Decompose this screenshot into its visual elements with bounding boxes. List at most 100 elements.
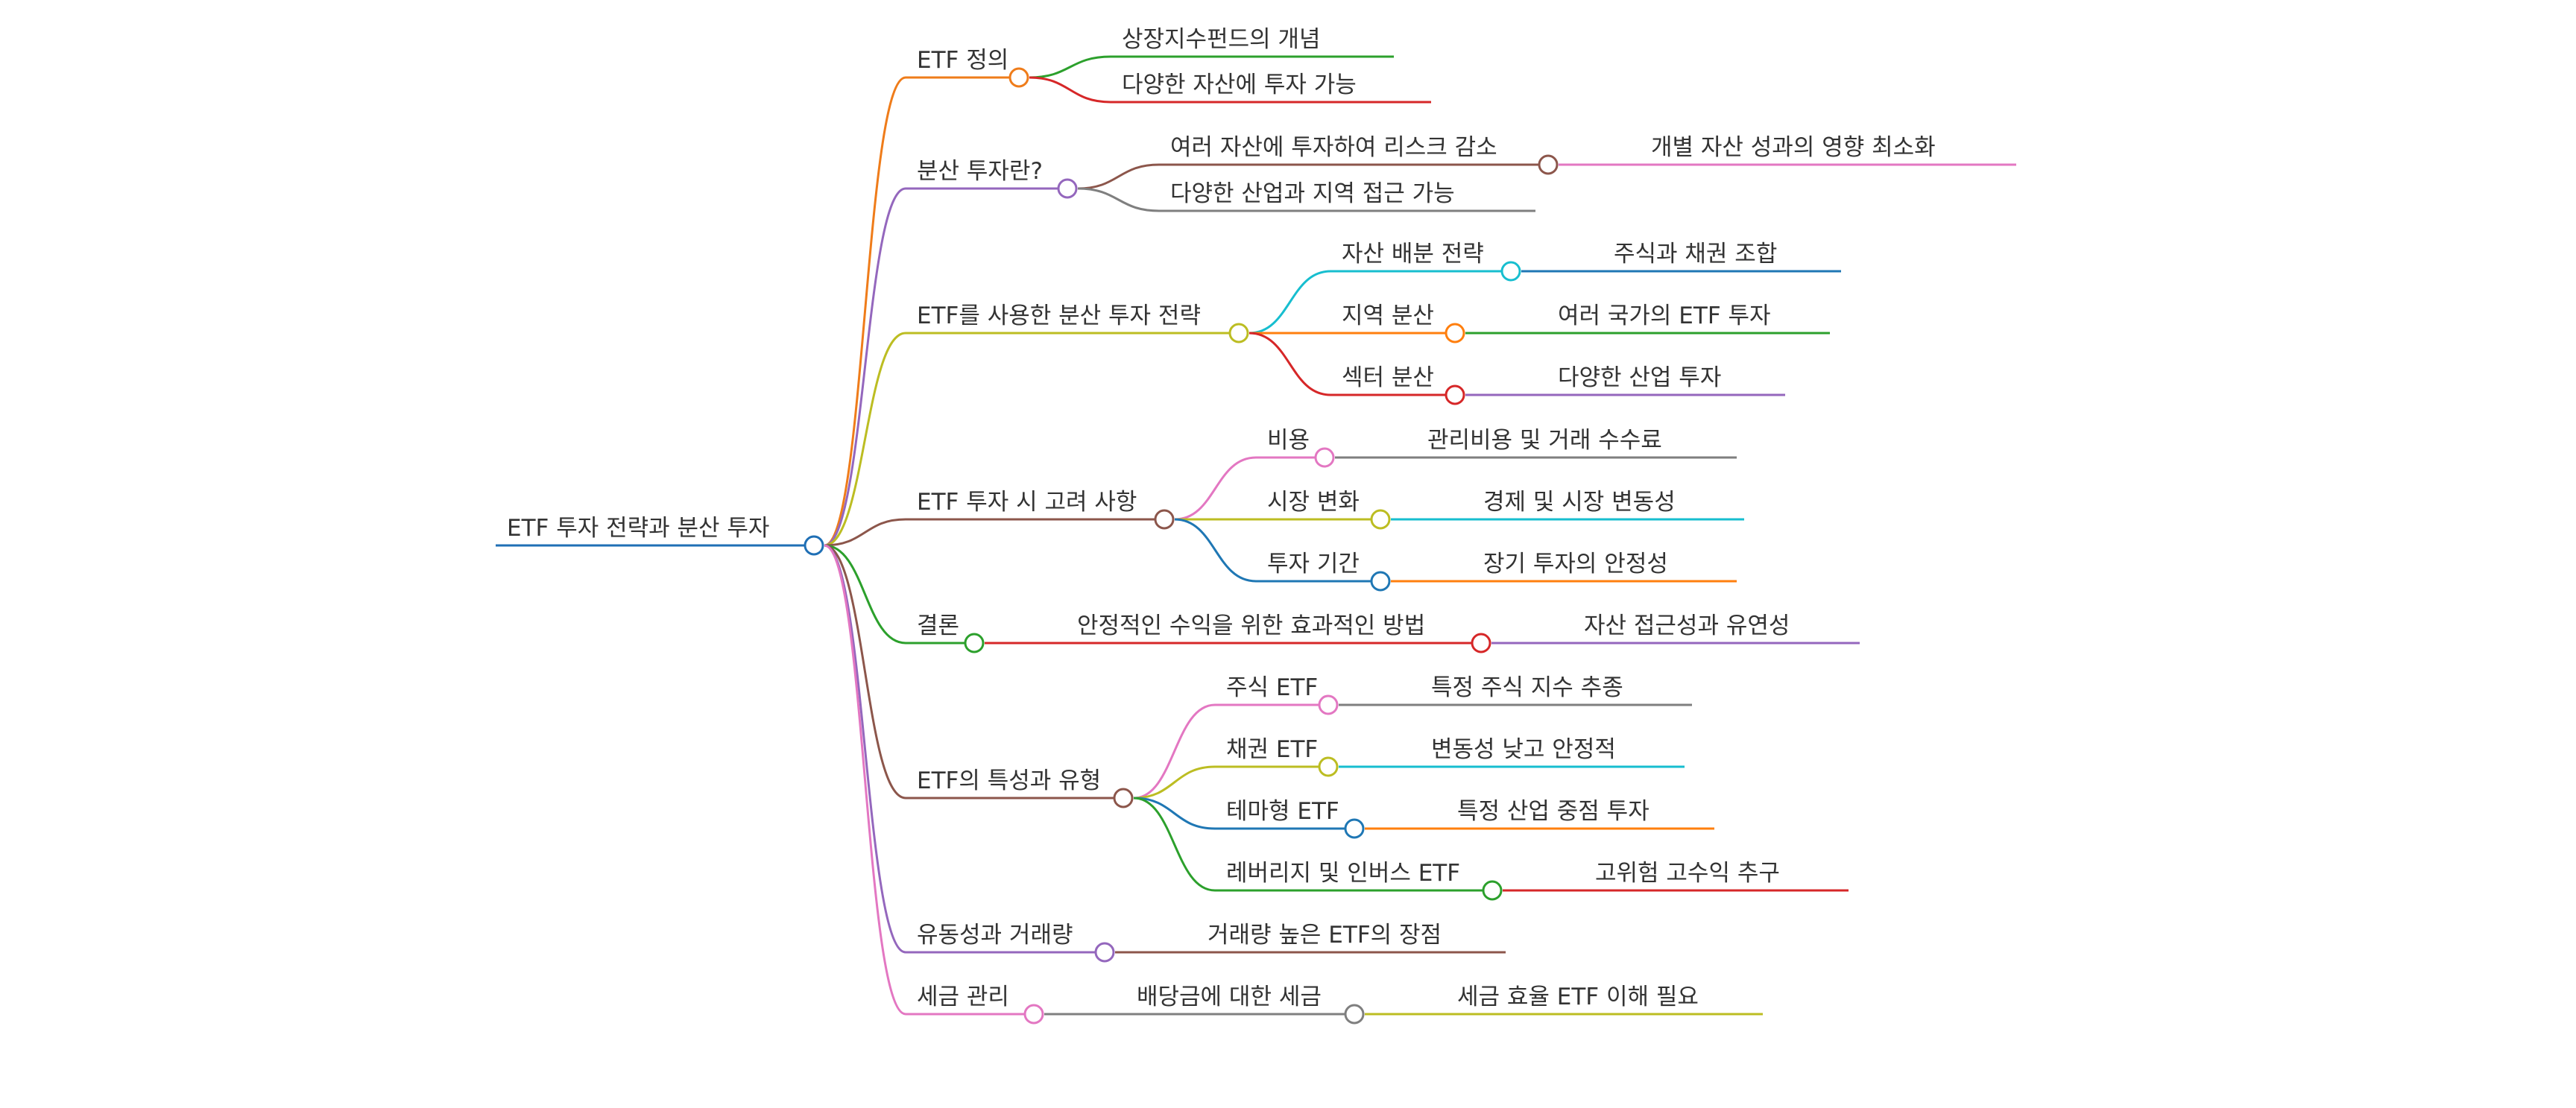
collapse-toggle-icon[interactable] (1344, 818, 1365, 839)
topic-node-거래량-높은-etf의-장점[interactable]: 거래량 높은 ETF의 장점 (1196, 922, 1506, 954)
collapse-toggle-icon[interactable] (1344, 1004, 1365, 1025)
topic-node-etf-투자-시-고려-사항[interactable]: ETF 투자 시 고려 사항 (906, 489, 1175, 530)
topic-node-특정-주식-지수-추종[interactable]: 특정 주식 지수 추종 (1420, 674, 1692, 706)
topic-label: 자산 배분 전략 (1342, 241, 1484, 267)
topic-label: 여러 국가의 ETF 투자 (1558, 303, 1771, 329)
topic-node-다양한-산업-투자[interactable]: 다양한 산업 투자 (1547, 364, 1785, 396)
topic-node-여러-자산에-투자하여-리스크-감소[interactable]: 여러 자산에 투자하여 리스크 감소 (1159, 134, 1559, 175)
topic-node-상장지수펀드의-개념[interactable]: 상장지수펀드의 개념 (1111, 26, 1394, 58)
topic-label: 여러 자산에 투자하여 리스크 감소 (1170, 134, 1497, 161)
collapse-toggle-icon[interactable] (804, 535, 824, 556)
topic-node-유동성과-거래량[interactable]: 유동성과 거래량 (906, 922, 1115, 963)
branch-connector-etf-투자-시-고려-사항 (824, 518, 906, 547)
topic-label: 다양한 자산에 투자 가능 (1122, 72, 1357, 98)
collapse-toggle-icon[interactable] (1228, 323, 1249, 344)
topic-node-주식-etf[interactable]: 주식 ETF (1215, 674, 1339, 715)
topic-node-테마형-etf[interactable]: 테마형 ETF (1215, 798, 1365, 839)
topic-label: 분산 투자란? (917, 158, 1043, 185)
topic-node-자산-배분-전략[interactable]: 자산 배분 전략 (1330, 241, 1521, 282)
topic-label: 관리비용 및 거래 수수료 (1427, 427, 1662, 454)
branch-connector-주식-etf (1133, 703, 1216, 800)
topic-label: 특정 주식 지수 추종 (1431, 674, 1623, 701)
topic-node-etf를-사용한-분산-투자-전략[interactable]: ETF를 사용한 분산 투자 전략 (906, 303, 1249, 344)
topic-node-특정-산업-중점-투자[interactable]: 특정 산업 중점 투자 (1446, 798, 1714, 830)
topic-node-분산-투자란[interactable]: 분산 투자란? (906, 158, 1078, 199)
topic-label: ETF 정의 (917, 47, 1008, 74)
collapse-toggle-icon[interactable] (1318, 756, 1339, 777)
topic-node-다양한-자산에-투자-가능[interactable]: 다양한 자산에 투자 가능 (1111, 72, 1431, 104)
branch-connector-투자-기간 (1174, 518, 1257, 583)
collapse-toggle-icon[interactable] (1445, 323, 1465, 344)
branch-connector-etf를-사용한-분산-투자-전략 (824, 332, 906, 547)
topic-node-다양한-산업과-지역-접근-가능[interactable]: 다양한 산업과 지역 접근 가능 (1159, 180, 1535, 212)
collapse-toggle-icon[interactable] (1023, 1004, 1044, 1025)
topic-label: 주식 ETF (1226, 674, 1318, 701)
topic-node-etf-정의[interactable]: ETF 정의 (906, 47, 1029, 88)
collapse-toggle-icon[interactable] (1370, 509, 1391, 530)
topic-label: 유동성과 거래량 (917, 922, 1073, 949)
topic-node-세금-관리[interactable]: 세금 관리 (906, 984, 1044, 1025)
topic-label: 섹터 분산 (1342, 364, 1434, 391)
topic-label: 변동성 낮고 안정적 (1431, 736, 1616, 763)
collapse-toggle-icon[interactable] (1482, 880, 1503, 901)
topic-node-섹터-분산[interactable]: 섹터 분산 (1330, 364, 1465, 405)
topic-node-자산-접근성과-유연성[interactable]: 자산 접근성과 유연성 (1573, 612, 1860, 645)
branch-connector-자산-배분-전략 (1248, 270, 1331, 335)
topic-node-지역-분산[interactable]: 지역 분산 (1330, 303, 1465, 344)
topic-label: ETF를 사용한 분산 투자 전략 (917, 303, 1201, 329)
topic-label: ETF 투자 시 고려 사항 (917, 489, 1137, 516)
collapse-toggle-icon[interactable] (1538, 154, 1559, 175)
collapse-toggle-icon[interactable] (1314, 447, 1335, 468)
topic-node-시장-변화[interactable]: 시장 변화 (1256, 489, 1391, 530)
topic-node-안정적인-수익을-위한-효과적인-방법[interactable]: 안정적인 수익을 위한 효과적인 방법 (1066, 612, 1491, 653)
collapse-toggle-icon[interactable] (1500, 261, 1521, 282)
topic-node-고위험-고수익-추구[interactable]: 고위험 고수익 추구 (1584, 860, 1849, 892)
topic-node-경제-및-시장-변동성[interactable]: 경제 및 시장 변동성 (1472, 489, 1744, 521)
topic-label: 경제 및 시장 변동성 (1483, 489, 1676, 516)
topic-node-주식과-채권-조합[interactable]: 주식과 채권 조합 (1603, 241, 1841, 273)
branch-connector-여러-자산에-투자하여-리스크-감소 (1077, 163, 1160, 190)
topic-label: 장기 투자의 안정성 (1483, 551, 1668, 577)
topic-label: 세금 관리 (917, 984, 1009, 1010)
topic-node-장기-투자의-안정성[interactable]: 장기 투자의 안정성 (1472, 551, 1737, 583)
topic-label: 주식과 채권 조합 (1614, 241, 1777, 267)
topic-node-관리비용-및-거래-수수료[interactable]: 관리비용 및 거래 수수료 (1416, 427, 1737, 459)
collapse-toggle-icon[interactable] (964, 633, 985, 653)
collapse-toggle-icon[interactable] (1154, 509, 1175, 530)
collapse-toggle-icon[interactable] (1318, 694, 1339, 715)
topic-node-세금-효율-etf-이해-필요[interactable]: 세금 효율 ETF 이해 필요 (1446, 984, 1763, 1016)
topic-label: 채권 ETF (1226, 736, 1318, 763)
topic-node-채권-etf[interactable]: 채권 ETF (1215, 736, 1339, 777)
branch-connector-다양한-자산에-투자-가능 (1029, 76, 1111, 104)
topic-label: 자산 접근성과 유연성 (1584, 612, 1790, 639)
topic-label: 시장 변화 (1267, 489, 1360, 516)
topic-label: 특정 산업 중점 투자 (1457, 798, 1650, 825)
topic-label: 결론 (917, 612, 959, 639)
mindmap-edges (824, 55, 1640, 1016)
topic-label: ETF 투자 전략과 분산 투자 (507, 515, 769, 542)
topic-node-개별-자산-성과의-영향-최소화[interactable]: 개별 자산 성과의 영향 최소화 (1640, 134, 2016, 166)
topic-node-비용[interactable]: 비용 (1256, 427, 1335, 468)
branch-connector-레버리지-및-인버스-etf (1133, 797, 1216, 892)
topic-node-여러-국가의-etf-투자[interactable]: 여러 국가의 ETF 투자 (1547, 303, 1830, 335)
collapse-toggle-icon[interactable] (1113, 788, 1134, 808)
topic-label: 테마형 ETF (1226, 798, 1339, 825)
topic-label: 다양한 산업과 지역 접근 가능 (1170, 180, 1455, 207)
branch-connector-분산-투자란 (824, 187, 906, 547)
collapse-toggle-icon[interactable] (1094, 942, 1115, 963)
collapse-toggle-icon[interactable] (1057, 178, 1078, 199)
branch-connector-etf-정의 (824, 76, 906, 547)
topic-node-변동성-낮고-안정적[interactable]: 변동성 낮고 안정적 (1420, 736, 1685, 768)
collapse-toggle-icon[interactable] (1008, 67, 1029, 88)
topic-node-투자-기간[interactable]: 투자 기간 (1256, 551, 1391, 592)
collapse-toggle-icon[interactable] (1471, 633, 1491, 653)
topic-node-etf의-특성과-유형[interactable]: ETF의 특성과 유형 (906, 767, 1134, 808)
topic-label: 지역 분산 (1342, 303, 1434, 329)
topic-node-결론[interactable]: 결론 (906, 612, 985, 653)
collapse-toggle-icon[interactable] (1370, 571, 1391, 592)
root-topic-etf-투자-전략과-분산-투자[interactable]: ETF 투자 전략과 분산 투자 (496, 515, 824, 556)
topic-node-레버리지-및-인버스-etf[interactable]: 레버리지 및 인버스 ETF (1215, 860, 1503, 901)
topic-node-배당금에-대한-세금[interactable]: 배당금에 대한 세금 (1126, 984, 1365, 1025)
collapse-toggle-icon[interactable] (1445, 384, 1465, 405)
